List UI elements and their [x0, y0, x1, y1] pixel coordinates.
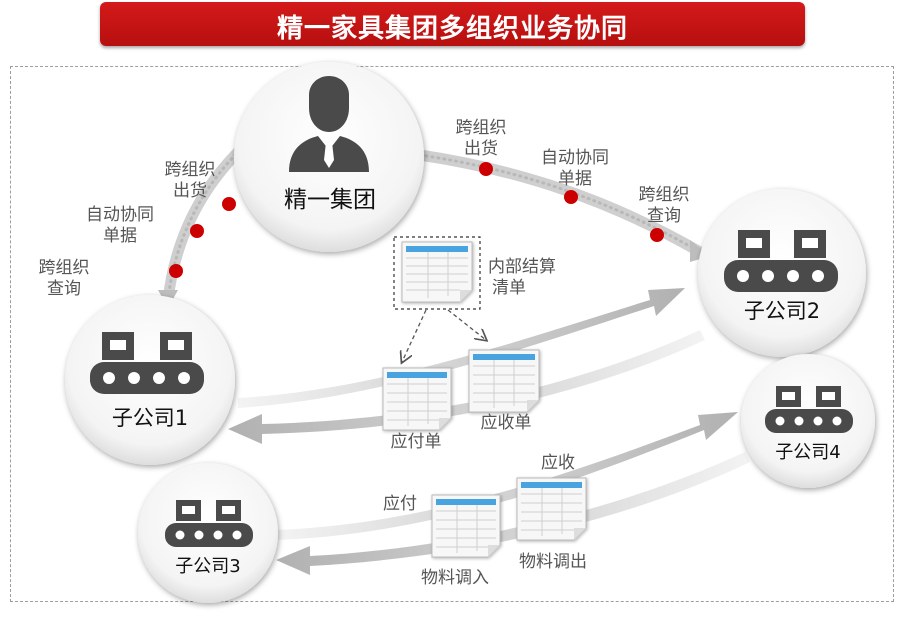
settlement-doc-frame: [393, 236, 481, 310]
page-title: 精一家具集团多组织业务协同: [276, 14, 628, 44]
pay-label: 应付: [383, 494, 417, 514]
factory-icon-sub2: [724, 230, 838, 292]
left-shipping-label: 跨组织出货: [164, 160, 216, 201]
node-sub1-label: 子公司1: [111, 406, 189, 430]
person-icon: [289, 76, 369, 172]
payable-doc-icon: [382, 367, 452, 431]
dashed-arrow-to-receivable: [447, 309, 486, 340]
node-sub3-label: 子公司3: [175, 556, 241, 577]
left-auto-doc-label: 自动协同单据: [86, 205, 154, 246]
left-query-label: 跨组织查询: [38, 258, 90, 299]
factory-icon-sub1: [90, 332, 204, 394]
dot-left-shipping: [222, 197, 236, 211]
settlement-doc-icon: [401, 241, 473, 303]
right-shipping-label: 跨组织出货: [455, 118, 507, 159]
title-banner: 精一家具集团多组织业务协同: [100, 2, 805, 46]
transfer-in-doc-icon: [431, 494, 501, 558]
transfer-out-doc-icon: [516, 477, 587, 541]
dot-left-query: [169, 264, 183, 278]
settlement-label: 内部结算清单: [488, 257, 556, 298]
dot-right-auto-doc: [564, 190, 578, 204]
flow-band-sub2-to-sub1: [228, 330, 705, 444]
right-auto-doc-label: 自动协同单据: [541, 148, 609, 189]
receive-label: 应收: [541, 453, 575, 473]
node-sub2-label: 子公司2: [743, 299, 821, 323]
dot-right-shipping: [479, 162, 493, 176]
dot-left-auto-doc: [190, 224, 204, 238]
transfer-out-label: 物料调出: [519, 552, 587, 572]
receivable-doc-icon: [468, 349, 540, 413]
factory-icon-sub4: [765, 386, 853, 433]
diagram-frame: [10, 66, 894, 602]
transfer-in-label: 物料调入: [421, 568, 489, 588]
node-sub4-label: 子公司4: [775, 442, 841, 463]
right-query-label: 跨组织查询: [638, 185, 690, 226]
flow-band-sub4-to-sub3: [276, 452, 750, 575]
flow-band-sub3-to-sub4: [275, 412, 738, 540]
dashed-arrow-to-payable: [402, 309, 427, 362]
factory-icon-sub3: [165, 500, 253, 547]
receivable-label: 应收单: [480, 413, 532, 433]
node-group-label: 精一集团: [284, 187, 376, 213]
flow-band-sub1-to-sub2: [238, 288, 685, 408]
dot-right-query: [650, 228, 664, 242]
payable-label: 应付单: [390, 432, 442, 452]
